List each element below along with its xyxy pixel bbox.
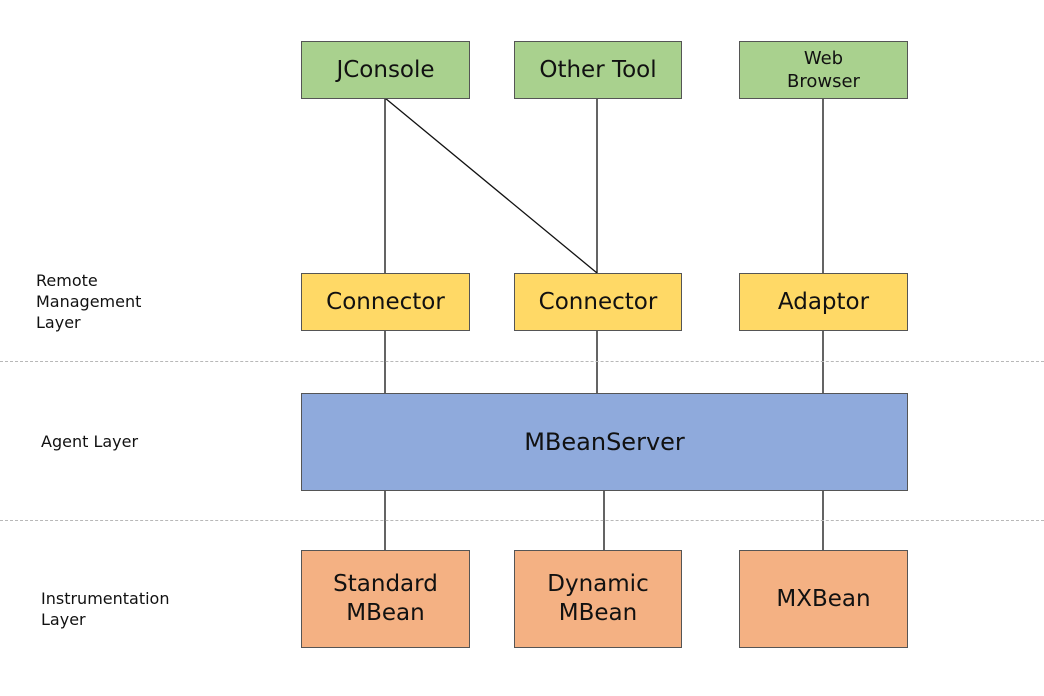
dynamic-mbean-box: Dynamic MBean: [514, 550, 682, 648]
other-tool-box: Other Tool: [514, 41, 682, 99]
layer-label-instrumentation: Instrumentation Layer: [41, 589, 170, 629]
standard-mbean-box: Standard MBean: [301, 550, 470, 648]
connector-box-1: Connector: [301, 273, 470, 331]
mbean-server-box: MBeanServer: [301, 393, 908, 491]
connector-box-2: Connector: [514, 273, 682, 331]
layer-label-remote-management: Remote Management Layer: [36, 271, 142, 332]
mxbean-box: MXBean: [739, 550, 908, 648]
adaptor-box: Adaptor: [739, 273, 908, 331]
layer-label-agent: Agent Layer: [41, 432, 139, 451]
line-jconsole-connector-2: [384, 97, 598, 274]
divider-remote-agent: [0, 361, 1044, 362]
jconsole-box: JConsole: [301, 41, 470, 99]
divider-agent-instrumentation: [0, 520, 1044, 521]
web-browser-box: Web Browser: [739, 41, 908, 99]
